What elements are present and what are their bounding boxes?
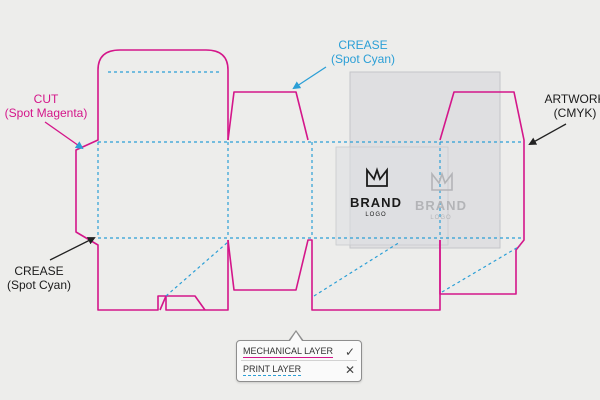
crease-diagonal-1 [165, 241, 229, 297]
brand-text: BRAND [350, 195, 402, 210]
left-panel-cut [75, 49, 229, 290]
close-icon[interactable]: ✕ [344, 362, 355, 377]
second-panel-bottom-cut [227, 239, 441, 311]
crease-top-arrow [292, 66, 327, 90]
crease-left-callout-subtitle: (Spot Cyan) [6, 278, 72, 292]
print-layer-label: PRINT LAYER [243, 363, 302, 376]
cut-callout-title: CUT [33, 92, 59, 106]
cut-callout: CUT (Spot Magenta) [0, 92, 106, 120]
crease-diagonal-2 [313, 241, 401, 297]
layer-legend: MECHANICAL LAYER ✓ PRINT LAYER ✕ [236, 340, 362, 382]
artwork-arrow [528, 123, 567, 145]
cut-lines [75, 49, 525, 311]
artwork-callout-subtitle: (CMYK) [553, 106, 597, 120]
legend-pointer-fill [290, 332, 302, 341]
artwork-panels [335, 71, 501, 249]
left-panel-bottom-cut [97, 240, 229, 311]
artwork-callout-title: ARTWORK [544, 92, 600, 106]
cut-callout-subtitle: (Spot Magenta) [4, 106, 88, 120]
mechanical-layer-label: MECHANICAL LAYER [243, 345, 334, 358]
crease-top-callout-subtitle: (Spot Cyan) [330, 52, 396, 66]
crown-logo-icon [366, 167, 388, 187]
second-panel-cut [227, 91, 309, 141]
ghost-brand-text: BRAND [415, 198, 467, 213]
crown-logo-ghost-icon [431, 171, 453, 191]
cut-arrow [44, 121, 84, 150]
crease-left-callout: CREASE (Spot Cyan) [0, 264, 78, 292]
check-icon[interactable]: ✓ [344, 344, 355, 359]
crease-left-callout-title: CREASE [14, 264, 64, 278]
artwork-front-panel [335, 146, 449, 246]
logo-text: LOGO [365, 212, 386, 218]
legend-row-mechanical[interactable]: MECHANICAL LAYER ✓ [243, 343, 355, 360]
legend-row-print[interactable]: PRINT LAYER ✕ [243, 361, 355, 378]
legend-divider [241, 360, 357, 361]
bottom-flap-cut [159, 295, 206, 311]
ghost-logo-text: LOGO [430, 215, 451, 221]
artwork-callout: ARTWORK (CMYK) [530, 92, 600, 120]
right-panel-cut [439, 91, 525, 295]
crease-diagonal-3 [441, 245, 521, 293]
crease-top-callout-title: CREASE [338, 38, 388, 52]
crease-top-callout: CREASE (Spot Cyan) [318, 38, 408, 66]
crease-left-arrow [49, 237, 96, 261]
